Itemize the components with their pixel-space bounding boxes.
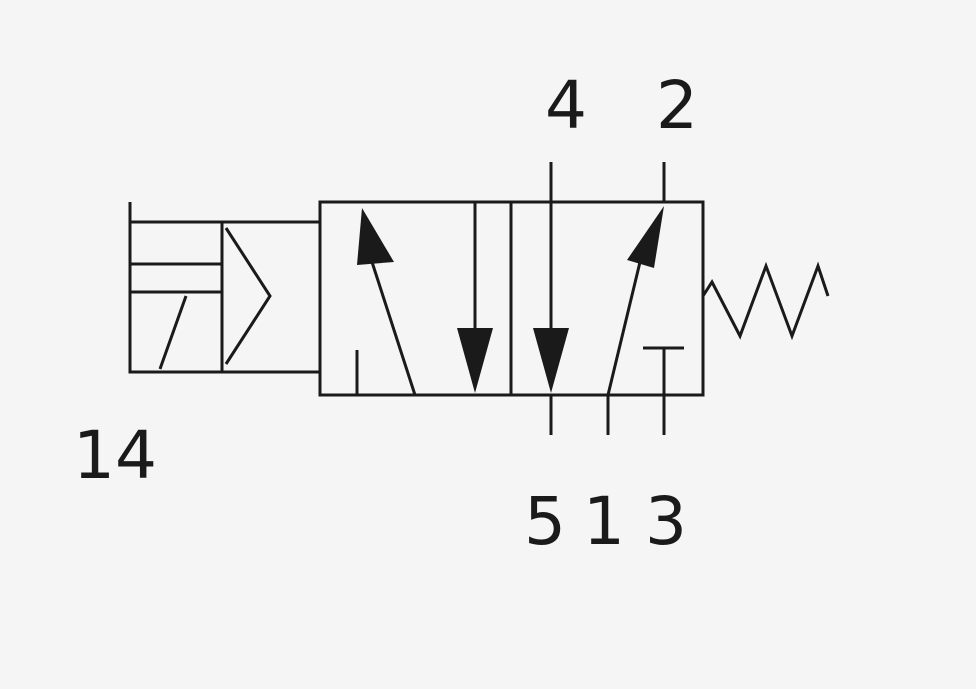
solenoid-box <box>128 290 224 374</box>
solenoid-diagonal <box>158 295 188 370</box>
left-diagonal-flow-line <box>370 261 417 396</box>
actuator-assembly <box>128 202 320 374</box>
port-label-4: 4 <box>545 67 587 144</box>
port-labels: 4 2 5 1 3 14 <box>73 67 698 560</box>
pilot-triangle <box>224 227 272 365</box>
right-down-arrow-head <box>533 328 569 393</box>
port-label-5: 5 <box>524 483 566 560</box>
port-label-3: 3 <box>645 483 687 560</box>
right-diagonal-flow-line <box>606 261 642 396</box>
right-position <box>533 202 684 396</box>
valve-body <box>318 200 705 397</box>
port-lines <box>549 162 666 435</box>
left-down-arrow-head <box>457 328 493 393</box>
right-up-arrow-head <box>627 206 664 268</box>
port-label-2: 2 <box>656 67 698 144</box>
pilot-label-14: 14 <box>73 417 157 494</box>
port-label-1: 1 <box>583 483 625 560</box>
left-up-arrow-head <box>357 208 394 265</box>
return-spring <box>701 261 830 341</box>
left-position <box>355 202 493 396</box>
